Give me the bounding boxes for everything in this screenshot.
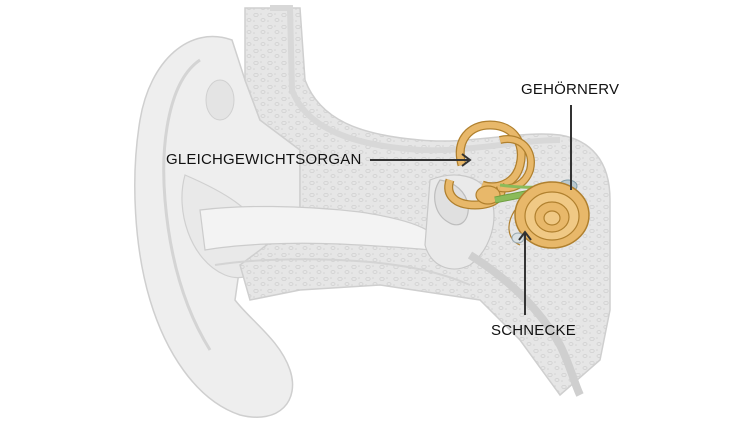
pinna-inner-fold [162, 58, 212, 351]
antitragus [205, 79, 235, 121]
cochlea [508, 181, 590, 249]
label-cochlea: SCHNECKE [491, 322, 576, 339]
pointer-cochlea-arrow [518, 230, 532, 241]
temporal-bone [239, 7, 611, 397]
vestibular-organ [444, 120, 535, 210]
ear-canal-lower [214, 258, 471, 286]
eustachian-tube [467, 251, 584, 397]
label-vestibular-organ: GLEICHGEWICHTSORGAN [166, 151, 362, 168]
pointer-vestibular-arrow [461, 153, 472, 167]
label-auditory-nerve: GEHÖRNERV [521, 81, 620, 98]
